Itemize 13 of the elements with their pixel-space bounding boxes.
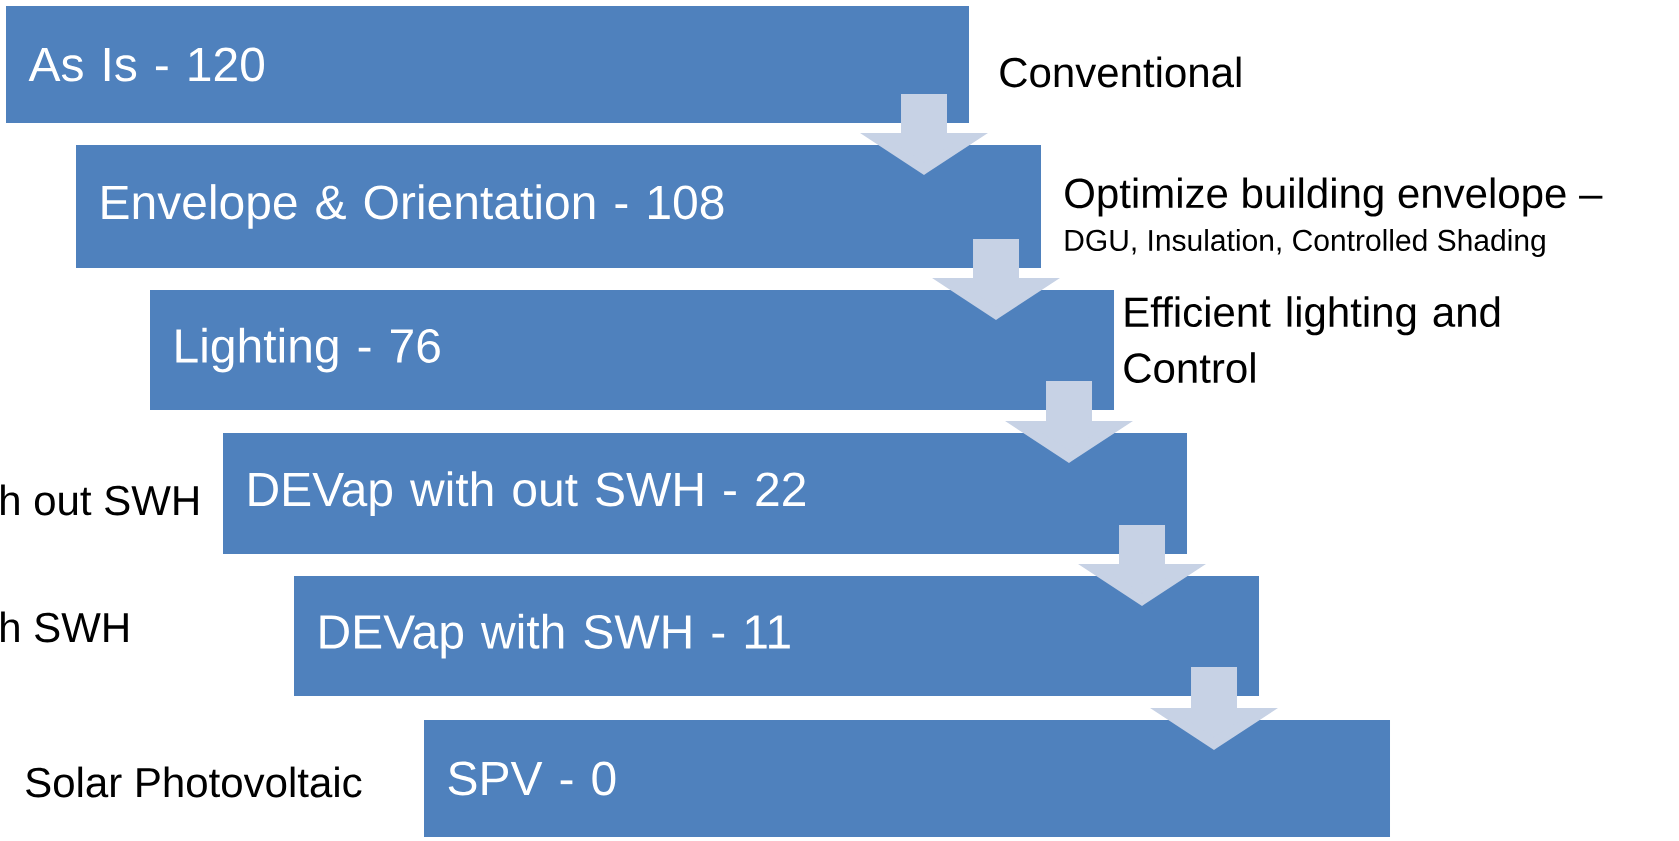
process-box: Lighting - 76 — [147, 287, 1117, 413]
process-box: As Is - 120 — [3, 3, 972, 126]
annotation-text: h out SWH — [1, 484, 198, 516]
annotation-text: DGU, Insulation, Controlled Shading — [1065, 229, 1545, 257]
annotation-text: Optimize building envelope – — [1065, 177, 1603, 217]
annotation-text: Solar Photovoltaic — [26, 766, 362, 798]
annotation-text: Conventional — [1000, 56, 1241, 88]
process-box: DEVap with SWH - 11 — [291, 573, 1262, 699]
process-box: SPV - 0 — [421, 717, 1393, 840]
process-box: Envelope & Orientation - 108 — [73, 142, 1044, 271]
annotation-text: h SWH — [1, 611, 128, 643]
annotation-text: Efficient lighting and Control — [1124, 296, 1500, 384]
process-box: DEVap with out SWH - 22 — [220, 430, 1190, 557]
